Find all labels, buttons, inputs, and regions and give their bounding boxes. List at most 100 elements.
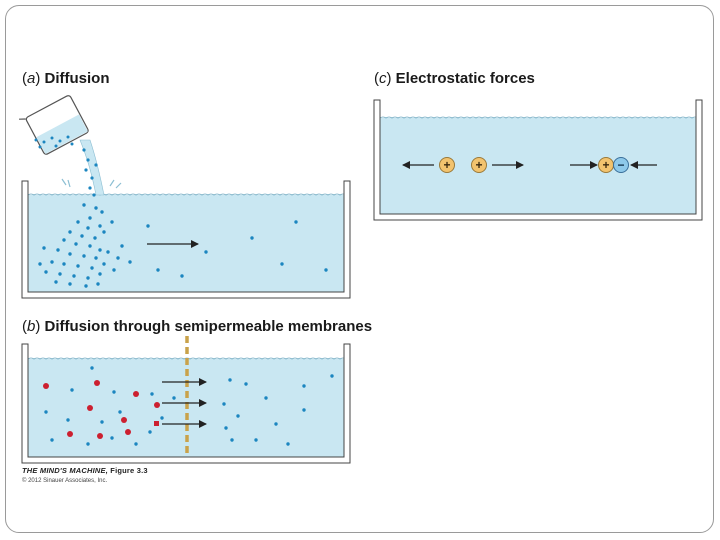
solute-particle xyxy=(98,224,102,228)
credit-figure: Figure 3.3 xyxy=(110,466,148,475)
water-molecule xyxy=(330,374,334,378)
panel-b-letter: b xyxy=(27,318,36,335)
solute-particle xyxy=(68,252,72,256)
cation-repel-right: + xyxy=(471,157,487,173)
water-molecule xyxy=(286,442,290,446)
solute-particle xyxy=(72,274,76,278)
solute-particle xyxy=(66,135,70,139)
solute-particle xyxy=(94,256,98,260)
solute-particle xyxy=(180,274,184,278)
svg-text:−: − xyxy=(617,158,624,172)
water-molecule xyxy=(66,418,70,422)
solute-particle xyxy=(58,139,62,143)
water-molecule xyxy=(118,410,122,414)
figure-credit: THE MIND'S MACHINE, Figure 3.3 xyxy=(22,466,148,475)
solute-particle xyxy=(110,220,114,224)
solute-particle xyxy=(92,193,96,197)
solute-particle xyxy=(44,270,48,274)
solute-particle xyxy=(86,158,90,162)
water-molecule xyxy=(110,436,114,440)
panel-b-tank xyxy=(21,343,351,464)
solute-particle xyxy=(116,256,120,260)
panel-a-diagram xyxy=(19,95,351,299)
large-solute xyxy=(87,405,93,411)
water-molecule xyxy=(236,414,240,418)
water-molecule xyxy=(70,388,74,392)
large-solute xyxy=(121,417,127,423)
panel-c-letter: c xyxy=(379,70,387,87)
water-molecule xyxy=(224,426,228,430)
solute-particle xyxy=(76,220,80,224)
solute-particle xyxy=(74,242,78,246)
water-molecule xyxy=(230,438,234,442)
panel-a-label: Diffusion xyxy=(44,70,110,87)
svg-text:+: + xyxy=(443,158,450,172)
solute-particle xyxy=(102,230,106,234)
solute-particle xyxy=(70,142,74,146)
solute-particle xyxy=(204,250,208,254)
solute-particle xyxy=(156,268,160,272)
water-molecule xyxy=(150,392,154,396)
large-solute xyxy=(67,431,73,437)
panel-a-title: (a) Diffusion xyxy=(22,70,110,87)
panel-b-particles xyxy=(43,366,334,446)
water-molecule xyxy=(100,420,104,424)
water-molecule xyxy=(50,438,54,442)
large-solute xyxy=(154,402,160,408)
solute-particle xyxy=(98,248,102,252)
credit-book: THE MIND'S MACHINE, xyxy=(22,466,108,475)
solute-particle xyxy=(68,282,72,286)
svg-text:+: + xyxy=(602,158,609,172)
solute-particle xyxy=(88,216,92,220)
solute-particle xyxy=(50,260,54,264)
water-molecule xyxy=(172,396,176,400)
water-molecule xyxy=(302,384,306,388)
solute-particle xyxy=(88,244,92,248)
credit-copyright: © 2012 Sinauer Associates, Inc. xyxy=(22,478,108,484)
large-solute xyxy=(97,433,103,439)
panel-c-tank xyxy=(373,99,703,221)
solute-particle xyxy=(86,226,90,230)
solute-particle xyxy=(324,268,328,272)
solute-particle xyxy=(82,254,86,258)
panel-a-letter: a xyxy=(27,70,36,87)
solute-particle xyxy=(112,268,116,272)
large-solute xyxy=(154,421,159,426)
panel-b-title: (b) Diffusion through semipermeable memb… xyxy=(22,318,373,335)
water-molecule xyxy=(86,442,90,446)
solute-particle xyxy=(90,176,94,180)
water-molecule xyxy=(228,378,232,382)
water-molecule xyxy=(148,430,152,434)
solute-particle xyxy=(88,186,92,190)
panel-c-water xyxy=(380,118,696,214)
water-molecule xyxy=(274,422,278,426)
solute-particle xyxy=(62,238,66,242)
solute-particle xyxy=(58,272,62,276)
panel-a-tank xyxy=(21,180,351,299)
solute-particle xyxy=(294,220,298,224)
solute-particle xyxy=(84,168,88,172)
solute-particle xyxy=(38,145,42,149)
solute-particle xyxy=(38,262,42,266)
solute-particle xyxy=(250,236,254,240)
large-solute xyxy=(94,380,100,386)
solute-particle xyxy=(120,244,124,248)
cation-repel-left: + xyxy=(439,157,455,173)
panel-c-diagram: + + + − xyxy=(373,99,703,221)
water-molecule xyxy=(264,396,268,400)
solute-particle xyxy=(90,266,94,270)
solute-particle xyxy=(56,248,60,252)
solute-particle xyxy=(82,148,86,152)
water-molecule xyxy=(254,438,258,442)
slide-frame xyxy=(5,5,714,533)
large-solute xyxy=(133,391,139,397)
panel-a-solute-particles xyxy=(34,135,328,288)
solute-particle xyxy=(68,230,72,234)
solute-particle xyxy=(82,203,86,207)
solute-particle xyxy=(106,250,110,254)
solute-particle xyxy=(102,262,106,266)
water-molecule xyxy=(160,416,164,420)
panel-b-label: Diffusion through semipermeable membrane… xyxy=(44,318,373,335)
large-solute xyxy=(43,383,49,389)
